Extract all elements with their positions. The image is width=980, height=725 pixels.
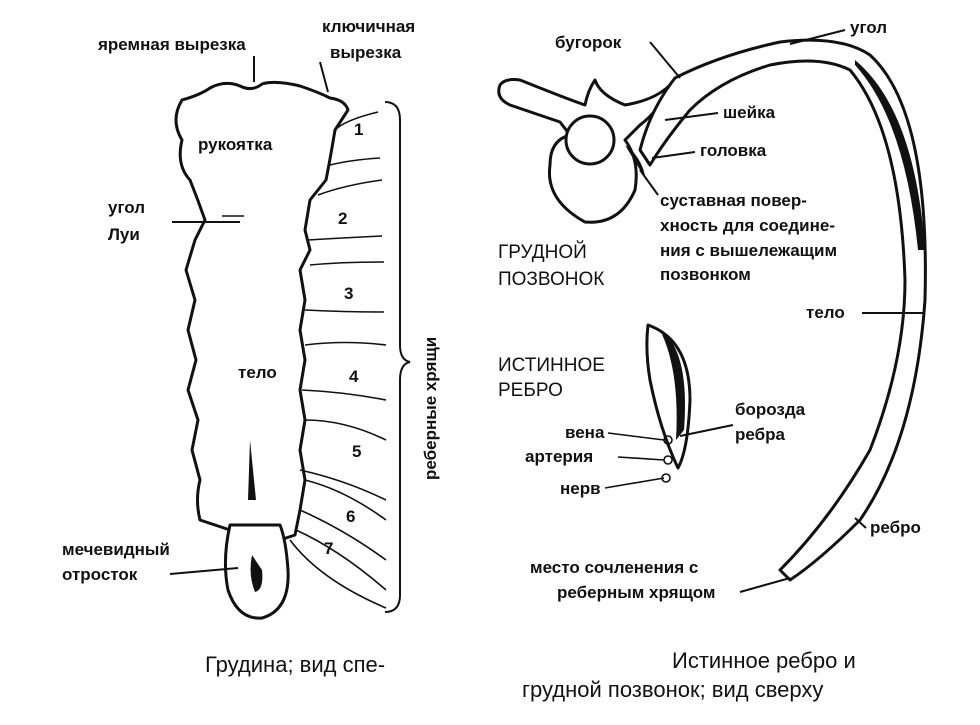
label-nerve: нерв — [560, 479, 601, 498]
costal-cartilages — [289, 111, 387, 609]
label-groove-2: ребра — [735, 425, 785, 444]
sternum-drawing — [172, 80, 411, 620]
label-jugular-notch: яремная вырезка — [97, 35, 246, 54]
label-artery: артерия — [525, 447, 593, 466]
rib-drawing — [638, 38, 927, 582]
rib-number: 3 — [344, 284, 353, 303]
label-true-rib-1: ИСТИННОЕ — [498, 355, 605, 376]
label-tubercle: бугорок — [555, 33, 622, 52]
rib-number: 5 — [352, 442, 361, 461]
label-xiphoid-1: мечевидный — [62, 540, 170, 559]
label-groove-1: борозда — [735, 400, 806, 419]
rib-number: 1 — [354, 120, 363, 139]
label-manubrium: рукоятка — [198, 135, 273, 154]
label-angle-1: угол — [108, 198, 145, 217]
rib-number: 6 — [346, 507, 355, 526]
rib-cross-section — [645, 323, 692, 483]
rib-number: 7 — [324, 539, 333, 558]
label-articular-2: хность для соедине- — [660, 216, 835, 235]
label-rib-angle: угол — [850, 18, 887, 37]
label-clavicular-notch-2: вырезка — [330, 43, 402, 62]
label-vertebra-2: ПОЗВОНОК — [498, 269, 604, 290]
label-rib: ребро — [870, 518, 921, 537]
label-vertebra-1: ГРУДНОЙ — [498, 241, 587, 263]
vertebra-drawing — [497, 78, 672, 224]
label-angle-2: Луи — [108, 225, 140, 244]
label-articular-1: суставная повер- — [660, 191, 807, 210]
rib-number: 2 — [338, 209, 347, 228]
caption-rib-2: грудной позвонок; вид сверху — [522, 677, 823, 702]
label-head: головка — [700, 141, 767, 160]
label-junction-2: реберным хрящом — [557, 583, 715, 602]
label-true-rib-2: РЕБРО — [498, 380, 563, 401]
rib-number: 4 — [349, 367, 359, 386]
label-rib-body: тело — [806, 303, 845, 322]
label-neck: шейка — [723, 103, 776, 122]
label-costal-cartilages: реберные хрящи — [421, 337, 440, 480]
label-vein: вена — [565, 423, 605, 442]
label-xiphoid-2: отросток — [62, 565, 138, 584]
caption-rib-1: Истинное ребро и — [672, 648, 856, 673]
label-body: тело — [238, 363, 277, 382]
rib-numbers: 1 2 3 4 5 6 7 — [324, 120, 363, 558]
caption-sternum: Грудина; вид спе- — [205, 652, 385, 677]
label-articular-3: ния с вышележащим — [660, 241, 837, 260]
label-articular-4: позвонком — [660, 265, 751, 284]
label-clavicular-notch-1: ключичная — [322, 17, 415, 36]
label-junction-1: место сочленения с — [530, 558, 698, 577]
